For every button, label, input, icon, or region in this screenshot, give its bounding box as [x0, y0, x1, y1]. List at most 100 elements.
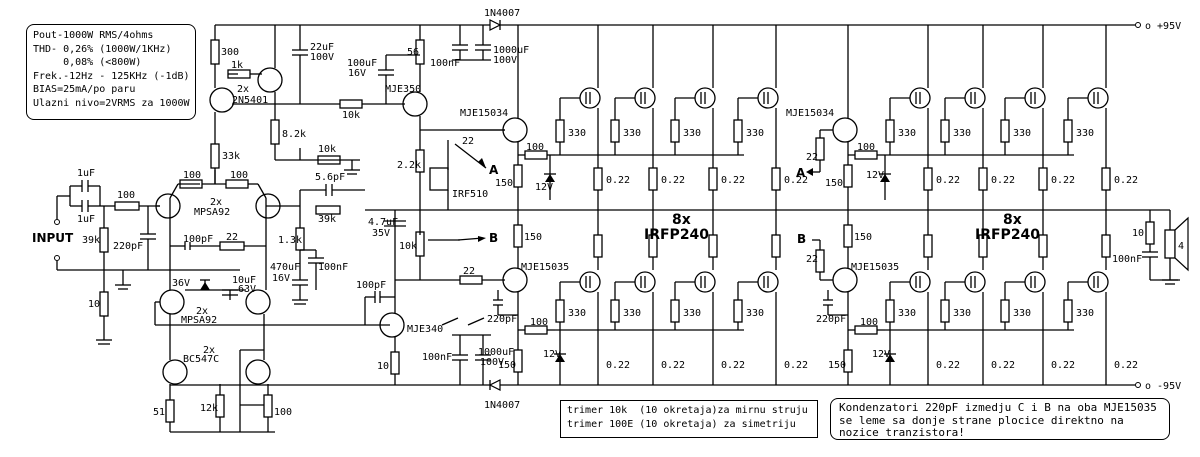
capacitor-note-line: nozice tranzistora!	[839, 426, 965, 439]
label-A-right: A	[796, 166, 806, 180]
label-mje15034-r: MJE15034	[786, 108, 834, 119]
source-resistor-top-15	[1101, 167, 1111, 191]
source-resistor-bot-10	[923, 234, 933, 258]
capacitor-notes-box: Kondenzatori 220pF izmedju C i B na oba …	[830, 398, 1170, 440]
label-c1u-b: 1uF	[77, 214, 95, 225]
source-resistor-top-1	[593, 167, 603, 191]
label-B-left: B	[489, 231, 498, 245]
label-A-left: A	[489, 163, 499, 177]
label-r330-bot: 330	[746, 308, 764, 319]
spec-line: Ulazni nivo=2VRMS za 1000W	[33, 97, 190, 109]
gate-resistor-top-7	[733, 119, 743, 143]
label-r330-top: 330	[1013, 128, 1031, 139]
gate-resistor-top-13	[1000, 119, 1010, 143]
label-r330-top: 330	[683, 128, 701, 139]
label-fets-type-l: IRFP240	[644, 227, 709, 243]
label-c100n-mid: 100nF	[318, 262, 348, 273]
label-r330-bot: 330	[683, 308, 701, 319]
label-r10k-a: 10k	[342, 110, 360, 121]
label-r22-b: 22	[226, 232, 238, 243]
label-r10-out: 10	[1132, 228, 1144, 239]
label-fets-type-r: IRFP240	[975, 227, 1040, 243]
capacitor-note-line: Kondenzatori 220pF izmedju C i B na oba …	[839, 401, 1157, 414]
label-d1: 1N4007	[484, 8, 520, 19]
label-2x-mpsa92b: 2x	[196, 306, 208, 317]
label-z36v: 36V	[172, 278, 190, 289]
label-r13k: 1.3k	[278, 235, 302, 246]
vas-bottom	[364, 270, 505, 385]
driver-right	[806, 25, 885, 385]
vas-top	[378, 25, 505, 190]
positive-rail	[215, 22, 1141, 28]
spec-line: BIAS=25mA/po paru	[33, 84, 136, 95]
pos-rail-label: o +95V	[1145, 21, 1181, 32]
label-r150-r2: 150	[854, 232, 872, 243]
label-r022-top: 0.22	[1051, 175, 1075, 186]
label-mpsa92-bot: MPSA92	[181, 315, 217, 326]
label-r300: 300	[221, 47, 239, 58]
label-c100n-out: 100nF	[1112, 254, 1142, 265]
label-r150-r3: 150	[828, 360, 846, 371]
gate-resistor-bot-12	[940, 299, 950, 323]
label-r150-c: 150	[498, 360, 516, 371]
label-c100u-v: 16V	[348, 68, 366, 79]
label-mpsa92-top: MPSA92	[194, 207, 230, 218]
mosfet-banks: 330 0.22 330 0.22 330 0.22 330 0.22 330 0.22 330 0.…	[555, 25, 1138, 385]
spec-line: Pout-1000W RMS/4ohms	[33, 30, 154, 41]
label-r22k: 2.2k	[397, 160, 421, 171]
label-r22-r: 22	[806, 152, 818, 163]
label-r33k: 33k	[222, 151, 240, 162]
gate-resistor-bot-16	[1063, 299, 1073, 323]
gate-resistor-top-9	[885, 119, 895, 143]
label-r12k: 12k	[200, 403, 218, 414]
trimmer-note-line: trimer 100E (10 okretaja) za simetriju	[567, 418, 796, 430]
label-r100-dr: 100	[857, 142, 875, 153]
label-c100n-top: 100nF	[430, 58, 460, 69]
label-r330-bot: 330	[953, 308, 971, 319]
label-r22-rb: 22	[806, 254, 818, 265]
label-z12v-r-bot: 12V	[872, 349, 890, 360]
label-c100n-bot: 100nF	[422, 352, 452, 363]
label-r330-top: 330	[623, 128, 641, 139]
spec-line: Frek.-12Hz - 125KHz (-1dB)	[33, 70, 190, 82]
label-r330-bot: 330	[1076, 308, 1094, 319]
source-resistor-bot-14	[1038, 234, 1048, 258]
label-r10k-trim: 10k	[399, 241, 417, 252]
feedback-network	[292, 184, 365, 305]
label-bc547c: BC547C	[183, 354, 219, 365]
source-resistor-bot-16	[1101, 234, 1111, 258]
label-r022-bot: 0.22	[606, 360, 630, 371]
source-resistor-bot-8	[771, 234, 781, 258]
spec-line: THD- 0,26% (1000W/1KHz)	[33, 43, 172, 55]
label-r022-top: 0.22	[784, 175, 808, 186]
zener-diodes	[544, 155, 896, 385]
label-r330-bot: 330	[568, 308, 586, 319]
label-c220p-r: 220pF	[816, 314, 846, 325]
label-r100-dr-bot: 100	[860, 317, 878, 328]
source-resistor-top-3	[648, 167, 658, 191]
label-r100-a: 100	[183, 170, 201, 181]
label-mje350: MJE350	[385, 84, 421, 95]
label-fets-count-r: 8x	[1003, 212, 1022, 228]
label-c10u-v: 63V	[238, 284, 256, 295]
label-r100-dl-bot: 100	[530, 317, 548, 328]
label-r100-trim: 100	[274, 407, 292, 418]
source-resistor-top-5	[708, 167, 718, 191]
label-r82k: 8.2k	[282, 129, 306, 140]
source-resistor-top-13	[1038, 167, 1048, 191]
label-r10k-b: 10k	[318, 144, 336, 155]
label-r100-dl: 100	[526, 142, 544, 153]
label-r39k-fb: 39k	[318, 214, 336, 225]
label-mje15035-l: MJE15035	[521, 262, 569, 273]
label-z12v-r-top: 12V	[866, 170, 884, 181]
label-r150-b: 150	[524, 232, 542, 243]
label-r022-top: 0.22	[936, 175, 960, 186]
label-r39k: 39k	[82, 235, 100, 246]
label-r330-bot: 330	[623, 308, 641, 319]
label-r022-bot: 0.22	[661, 360, 685, 371]
label-r022-bot: 0.22	[1051, 360, 1075, 371]
label-c10u: 10uF	[232, 275, 256, 286]
label-r1k: 1k	[231, 60, 243, 71]
diode-top	[489, 19, 502, 31]
